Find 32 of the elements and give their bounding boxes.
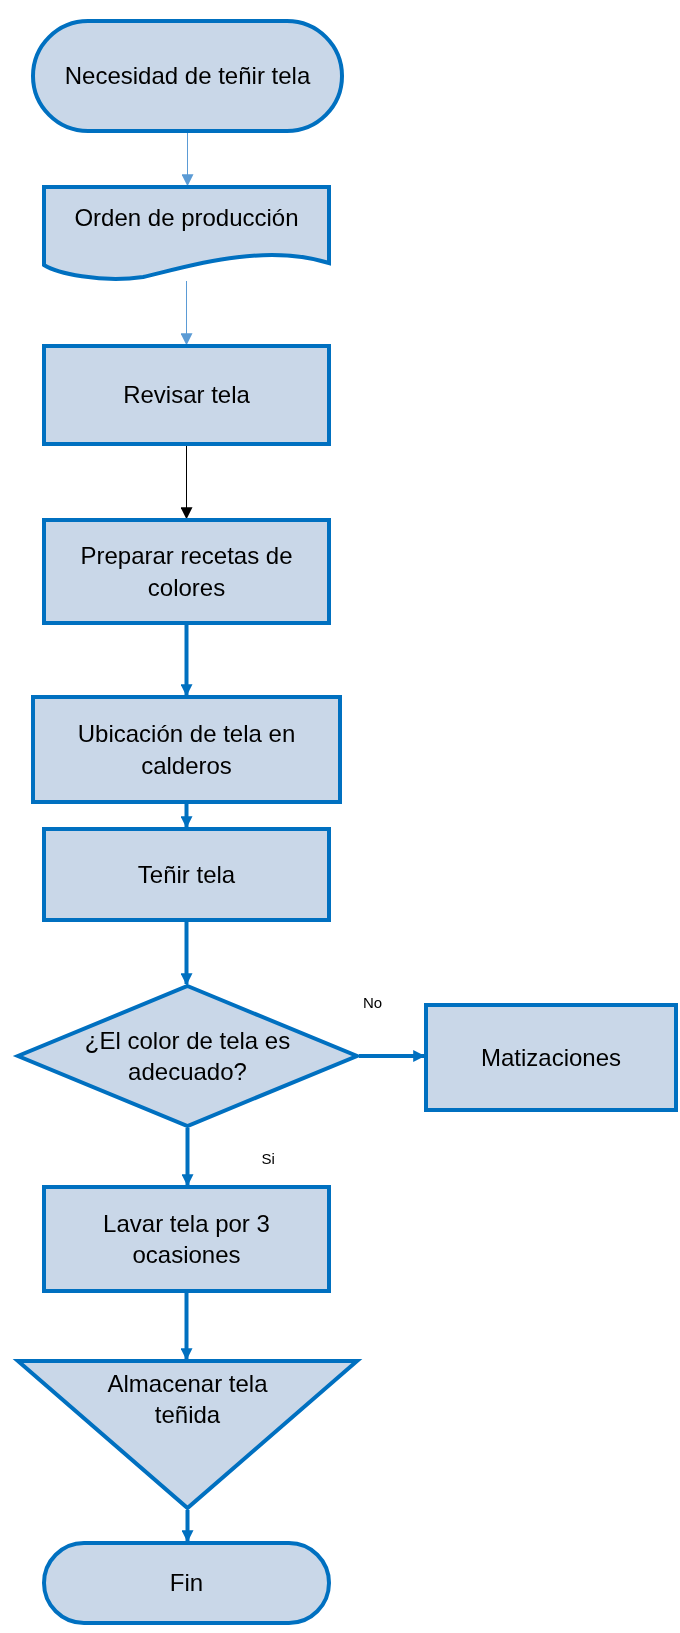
start-terminal [31, 19, 344, 133]
process-box [424, 1003, 678, 1112]
node-label: Teñir tela [137, 859, 236, 890]
arrow [180, 625, 193, 697]
arrow [180, 280, 193, 346]
document-shape [42, 185, 331, 281]
node-label: Revisar tela [123, 380, 250, 411]
node-label: ¿El color de tela es adecuado? [83, 1025, 292, 1087]
process-box [42, 827, 331, 922]
arrow [181, 1510, 194, 1543]
node-label: Necesidad de teñir tela [64, 61, 311, 92]
arrow [180, 922, 193, 986]
process-box [42, 518, 331, 625]
node-label: Lavar tela por 3 ocasiones [102, 1208, 271, 1270]
end-terminal [42, 1541, 331, 1625]
node-label: Almacenar tela teñida [106, 1368, 269, 1430]
arrow [181, 132, 194, 187]
edge-label: Si [259, 1150, 277, 1167]
arrow [180, 804, 193, 829]
node-label: Matizaciones [480, 1042, 622, 1073]
decision-diamond [16, 984, 359, 1128]
process-box [42, 344, 331, 446]
arrow [181, 1128, 194, 1187]
node-label: Preparar recetas de colores [79, 541, 294, 603]
node-label: Orden de producción [74, 203, 299, 234]
process-box [31, 695, 342, 804]
process-box [42, 1185, 331, 1293]
arrow [180, 445, 193, 520]
node-label: Ubicación de tela en calderos [76, 719, 297, 781]
arrow [180, 1293, 193, 1361]
node-label: Fin [169, 1568, 204, 1599]
arrow [359, 1050, 426, 1062]
